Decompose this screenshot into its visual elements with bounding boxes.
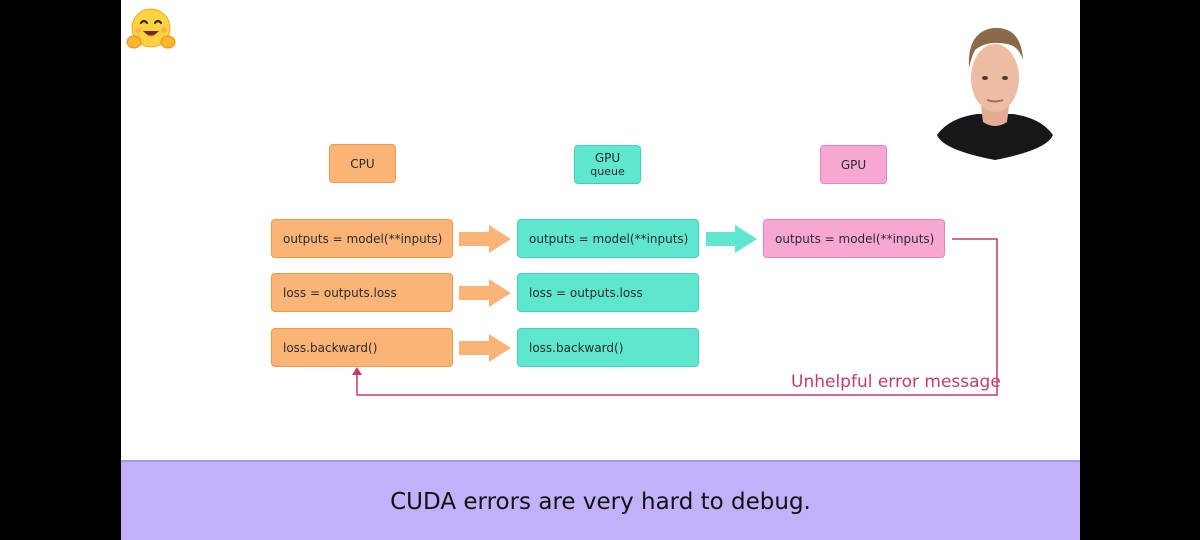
gpu-queue-column-header: GPU queue <box>574 145 641 184</box>
hugging-face-logo-icon <box>126 8 176 49</box>
arrow-cpu-to-queue-backward <box>459 334 511 362</box>
cpu-step-backward: loss.backward() <box>271 328 453 367</box>
error-feedback-line <box>356 238 998 396</box>
arrow-cpu-to-queue-forward <box>459 225 511 253</box>
arrow-queue-to-gpu-forward <box>706 225 757 253</box>
arrow-cpu-to-queue-loss <box>459 279 511 307</box>
presenter-video <box>937 27 1053 160</box>
queue-step-backward: loss.backward() <box>517 328 699 367</box>
slide: CPU GPU queue GPU outputs = model(**inpu… <box>121 0 1080 540</box>
error-message-label: Unhelpful error message <box>791 372 1001 392</box>
error-feedback-arrowhead <box>352 367 362 375</box>
queue-step-loss: loss = outputs.loss <box>517 273 699 312</box>
caption-bar: CUDA errors are very hard to debug. <box>121 460 1080 540</box>
cpu-step-forward: outputs = model(**inputs) <box>271 219 453 258</box>
caption-text: CUDA errors are very hard to debug. <box>390 489 811 515</box>
gpu-step-forward: outputs = model(**inputs) <box>763 219 945 258</box>
cpu-step-loss: loss = outputs.loss <box>271 273 453 312</box>
flow-arrows <box>352 225 998 396</box>
gpu-column-header: GPU <box>820 145 887 184</box>
queue-step-forward: outputs = model(**inputs) <box>517 219 699 258</box>
cpu-column-header: CPU <box>329 144 396 183</box>
